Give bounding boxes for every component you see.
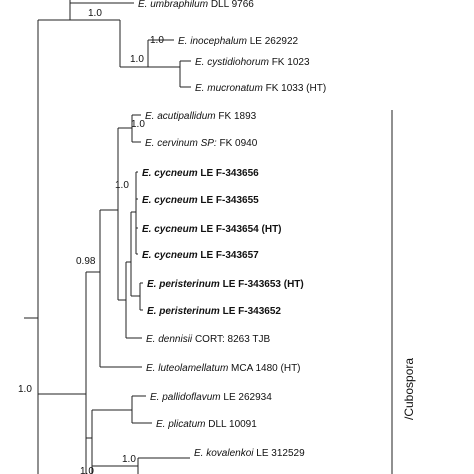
taxon-epithet: acutipallidum xyxy=(157,111,218,122)
taxon-genus: E. xyxy=(194,448,206,459)
taxon-label: E. cycneum LE F-343657 xyxy=(142,250,259,261)
taxon-genus: E. xyxy=(146,363,158,374)
taxon-label: E. cervinum SP: FK 0940 xyxy=(145,138,258,149)
taxon-label: E. dennisii CORT: 8263 TJB xyxy=(146,334,270,345)
taxon-label: E. cycneum LE F-343655 xyxy=(142,195,259,206)
taxon-voucher: FK 1893 xyxy=(218,111,256,122)
taxon-genus: E. xyxy=(195,57,207,68)
taxon-epithet: dennisii xyxy=(158,334,195,345)
taxon-label: E. mucronatum FK 1033 (HT) xyxy=(195,83,326,94)
taxon-voucher: LE F-343652 xyxy=(223,306,282,317)
taxon-genus: E. xyxy=(145,111,157,122)
support-value: 1.0 xyxy=(122,454,136,465)
taxon-label: E. cycneum LE F-343654 (HT) xyxy=(142,224,282,235)
taxon-epithet: cycneum xyxy=(154,250,200,261)
taxon-label: E. acutipallidum FK 1893 xyxy=(145,111,257,122)
taxon-label: E. umbraphilum DLL 9766 xyxy=(138,0,254,10)
taxon-genus: E. xyxy=(138,0,150,10)
support-value: 1.0 xyxy=(131,119,145,130)
taxon-genus: E. xyxy=(145,138,157,149)
taxon-label: E. kovalenkoi LE 312529 xyxy=(194,448,305,459)
taxon-genus: E. xyxy=(146,334,158,345)
taxon-label: E. peristerinum LE F-343652 xyxy=(147,306,281,317)
taxon-voucher: LE 262934 xyxy=(223,392,272,403)
taxon-genus: E. xyxy=(150,392,162,403)
taxon-epithet: cycneum xyxy=(154,168,200,179)
taxon-voucher: DLL 10091 xyxy=(208,419,257,430)
taxon-genus: E. xyxy=(156,419,168,430)
taxon-voucher: LE 262922 xyxy=(250,36,299,47)
taxon-epithet: pallidoflavum xyxy=(161,392,223,403)
taxon-epithet: cystidiohorum xyxy=(207,57,271,68)
support-value: 0.98 xyxy=(76,256,96,267)
taxon-voucher: LE F-343657 xyxy=(200,250,259,261)
taxon-genus: E. xyxy=(178,36,190,47)
taxon-genus: E. xyxy=(142,250,154,261)
taxon-voucher: LE F-343655 xyxy=(200,195,259,206)
taxon-voucher: LE F-343656 xyxy=(200,168,259,179)
support-value: 1.0 xyxy=(18,384,32,395)
taxon-epithet: cycneum xyxy=(154,195,200,206)
support-value: 1.0 xyxy=(150,35,164,46)
taxon-epithet: cervinum SP: xyxy=(157,138,219,149)
taxon-genus: E. xyxy=(142,168,154,179)
taxon-epithet: peristerinum xyxy=(158,306,222,317)
taxon-epithet: peristerinum xyxy=(158,279,222,290)
support-values: 1.0 1.0 1.0 1.0 1.0 0.98 1.0 1.0 1.0 xyxy=(18,8,164,474)
taxon-voucher: FK 0940 xyxy=(219,138,257,149)
support-value: 1.0 xyxy=(88,8,102,19)
taxon-genus: E. xyxy=(147,279,159,290)
taxon-label: E. luteolamellatum MCA 1480 (HT) xyxy=(146,363,301,374)
taxon-voucher: LE F-343654 (HT) xyxy=(200,224,281,235)
taxon-voucher: LE 312529 xyxy=(256,448,305,459)
taxon-voucher: FK 1033 (HT) xyxy=(266,83,327,94)
taxon-label: E. plicatum DLL 10091 xyxy=(156,419,257,430)
support-value: 1.0 xyxy=(80,466,94,474)
taxon-voucher: CORT: 8263 TJB xyxy=(195,334,271,345)
taxon-label: E. inocephalum LE 262922 xyxy=(178,36,299,47)
taxon-label: E. peristerinum LE F-343653 (HT) xyxy=(147,279,304,290)
taxon-epithet: mucronatum xyxy=(207,83,265,94)
clade-label: /Cubospora xyxy=(402,358,416,420)
taxon-label: E. pallidoflavum LE 262934 xyxy=(150,392,272,403)
taxon-epithet: cycneum xyxy=(154,224,200,235)
taxon-epithet: umbraphilum xyxy=(150,0,211,10)
taxon-epithet: luteolamellatum xyxy=(158,363,231,374)
taxon-label: E. cycneum LE F-343656 xyxy=(142,168,259,179)
tree-branches xyxy=(24,0,191,474)
taxon-genus: E. xyxy=(142,224,154,235)
support-value: 1.0 xyxy=(115,180,129,191)
taxon-voucher: DLL 9766 xyxy=(211,0,254,10)
taxon-genus: E. xyxy=(142,195,154,206)
taxon-epithet: plicatum xyxy=(167,419,208,430)
taxon-genus: E. xyxy=(195,83,207,94)
taxon-genus: E. xyxy=(147,306,159,317)
taxon-voucher: FK 1023 xyxy=(272,57,310,68)
taxon-epithet: inocephalum xyxy=(190,36,249,47)
taxon-voucher: LE F-343653 (HT) xyxy=(223,279,304,290)
taxon-epithet: kovalenkoi xyxy=(206,448,256,459)
taxon-label: E. cystidiohorum FK 1023 xyxy=(195,57,310,68)
taxon-voucher: MCA 1480 (HT) xyxy=(231,363,300,374)
support-value: 1.0 xyxy=(130,54,144,65)
